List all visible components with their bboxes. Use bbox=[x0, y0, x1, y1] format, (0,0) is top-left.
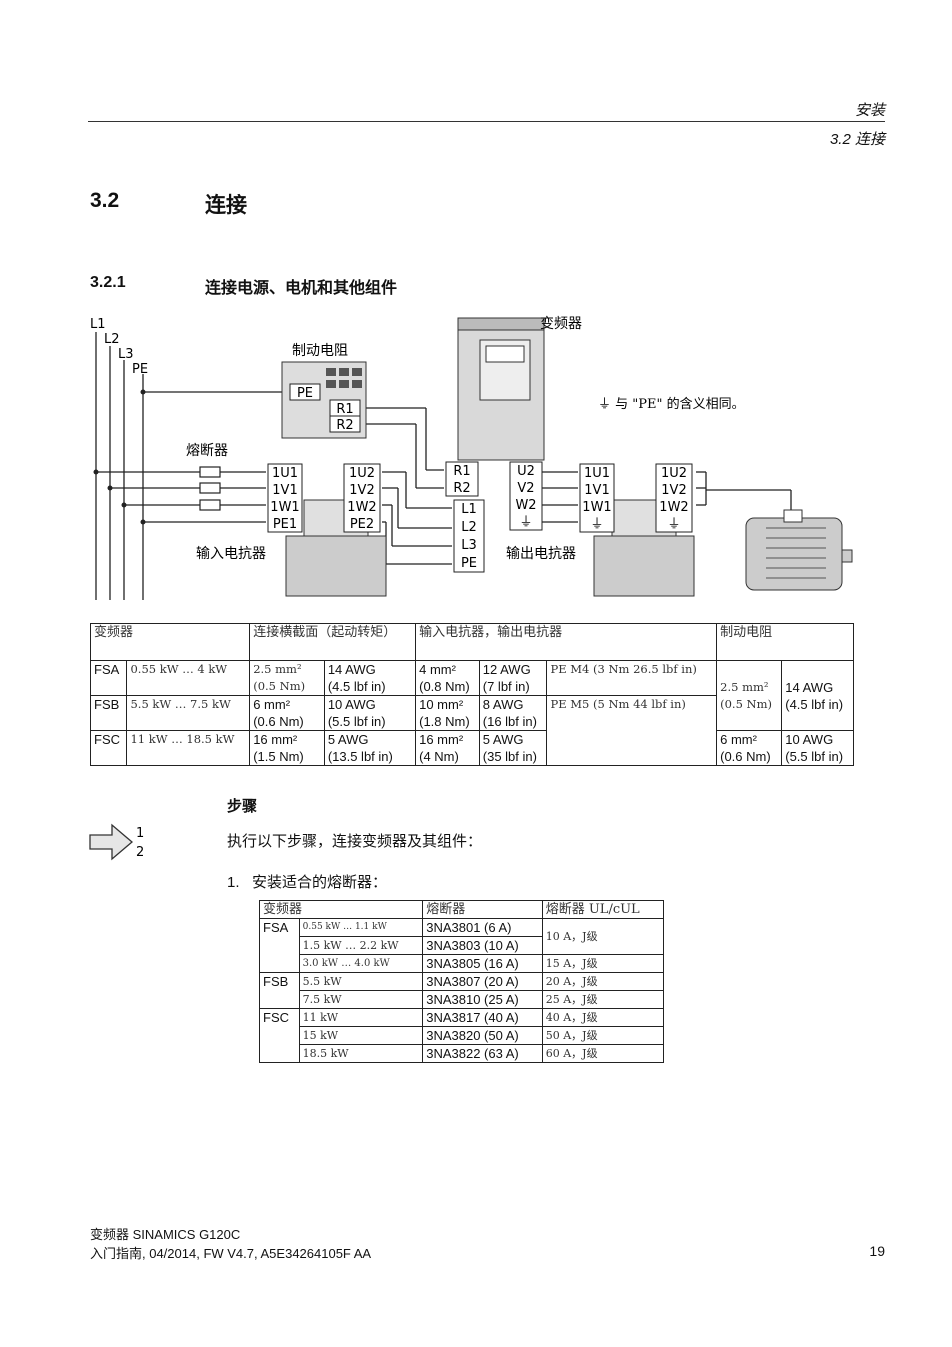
table-header: 输入电抗器，输出电抗器 bbox=[415, 623, 718, 661]
power-range: 11 kW … 18.5 kW bbox=[126, 730, 251, 766]
input-reactor-terminal: 1V1 bbox=[272, 483, 297, 498]
line-l2-label: L2 bbox=[104, 332, 120, 347]
converter-output-terminal: ⏚ bbox=[519, 515, 532, 530]
brake-terminal: R2 bbox=[336, 418, 353, 433]
table-row: FSC 11 kW … 18.5 kW 16 mm²(1.5 Nm) 5 AWG… bbox=[89, 730, 854, 766]
power-range: 5.5 kW … 7.5 kW bbox=[126, 695, 251, 731]
table-header: 连接横截面（起动转矩） bbox=[249, 623, 417, 661]
input-reactor-terminal: PE2 bbox=[350, 517, 374, 532]
input-reactor-terminal: PE1 bbox=[273, 517, 297, 532]
input-reactor-label: 输入电抗器 bbox=[196, 546, 266, 562]
table-header: 制动电阻 bbox=[716, 623, 854, 661]
converter-input-terminal: L1 bbox=[461, 502, 477, 517]
output-reactor-terminal: 1W2 bbox=[659, 500, 688, 515]
brake-terminal: PE bbox=[297, 386, 313, 401]
table-header: 熔断器 bbox=[422, 900, 543, 919]
steps-intro: 执行以下步骤，连接变频器及其组件： bbox=[227, 832, 483, 850]
output-reactor-terminal: 1W1 bbox=[582, 500, 611, 515]
step-1: 1. 安装适合的熔断器： bbox=[227, 873, 388, 891]
converter-label: 变频器 bbox=[540, 316, 582, 332]
procedure-arrow-icon: 1 2 bbox=[89, 823, 144, 861]
table-header: 变频器 bbox=[89, 623, 251, 661]
svg-text:2: 2 bbox=[136, 845, 144, 860]
header-rule bbox=[88, 121, 885, 122]
power-range: 0.55 kW … 4 kW bbox=[126, 660, 251, 696]
footer-doc-info: 入门指南, 04/2014, FW V4.7, A5E34264105F AA bbox=[90, 1246, 372, 1261]
subsection-number: 3.2.1 bbox=[90, 274, 126, 291]
input-reactor-terminal: 1W1 bbox=[270, 500, 299, 515]
wiring-diagram: L1 L2 L3 PE 变频器 制动电阻 熔断器 输入电抗器 输出电抗器 ⏚ 与… bbox=[90, 316, 853, 600]
converter-brake-terminal: R2 bbox=[453, 481, 470, 496]
brake-terminal: R1 bbox=[336, 402, 353, 417]
table-header: 变频器 bbox=[258, 900, 424, 919]
frame-size: FSC bbox=[89, 730, 128, 766]
table-row: FSB 5.5 kW … 7.5 kW 6 mm²(0.6 Nm) 10 AWG… bbox=[89, 695, 854, 766]
steps-heading: 步骤 bbox=[227, 798, 258, 815]
fuse-label: 熔断器 bbox=[186, 443, 228, 459]
converter-input-terminal: L3 bbox=[461, 538, 477, 553]
output-reactor-terminal: 1U1 bbox=[584, 466, 610, 481]
subsection-title: 连接电源、电机和其他组件 bbox=[205, 280, 398, 297]
section-title: 连接 bbox=[205, 194, 247, 217]
pe-note: ⏚ 与 "PE" 的含义相同。 bbox=[598, 396, 745, 412]
output-reactor-terminal: 1V2 bbox=[661, 483, 686, 498]
converter-input-terminal: PE bbox=[461, 556, 477, 571]
frame-size: FSB bbox=[89, 695, 128, 731]
output-reactor-terminal: 1U2 bbox=[661, 466, 687, 481]
table-header: 熔断器 UL/cUL bbox=[541, 900, 665, 919]
section-header: 3.2 连接 bbox=[829, 131, 885, 148]
input-reactor-terminal: 1U2 bbox=[349, 466, 375, 481]
svg-text:1: 1 bbox=[136, 826, 144, 841]
converter-brake-terminal: R1 bbox=[453, 464, 470, 479]
brake-resistor-label: 制动电阻 bbox=[292, 343, 348, 359]
connection-cross-section-table: 变频器 连接横截面（起动转矩） 输入电抗器，输出电抗器 制动电阻 FSA 0.5… bbox=[89, 623, 854, 766]
converter-output-terminal: U2 bbox=[517, 464, 535, 479]
input-reactor-terminal: 1V2 bbox=[349, 483, 374, 498]
reactor-pe: PE M5 (5 Nm 44 lbf in) bbox=[546, 695, 718, 766]
converter-input-terminal: L2 bbox=[461, 520, 477, 535]
table-row: FSA 0.55 kW … 4 kW 2.5 mm²(0.5 Nm) 14 AW… bbox=[89, 660, 854, 731]
page-number: 19 bbox=[869, 1243, 885, 1259]
input-reactor-terminal: 1W2 bbox=[347, 500, 376, 515]
converter-output-terminal: V2 bbox=[517, 481, 534, 496]
section-number: 3.2 bbox=[90, 189, 120, 212]
output-reactor-label: 输出电抗器 bbox=[506, 546, 576, 562]
reactor-pe: PE M4 (3 Nm 26.5 lbf in) bbox=[546, 660, 718, 696]
converter-output-terminal: W2 bbox=[515, 498, 536, 513]
input-reactor-terminal: 1U1 bbox=[272, 466, 298, 481]
line-l1-label: L1 bbox=[90, 317, 106, 332]
line-l3-label: L3 bbox=[118, 347, 134, 362]
chapter-header: 安装 bbox=[854, 102, 885, 119]
line-pe-label: PE bbox=[132, 362, 148, 377]
footer-product: 变频器 SINAMICS G120C bbox=[90, 1227, 241, 1242]
output-reactor-terminal: ⏚ bbox=[590, 517, 603, 532]
output-reactor-terminal: ⏚ bbox=[667, 517, 680, 532]
frame-size: FSA bbox=[89, 660, 128, 696]
output-reactor-terminal: 1V1 bbox=[584, 483, 609, 498]
